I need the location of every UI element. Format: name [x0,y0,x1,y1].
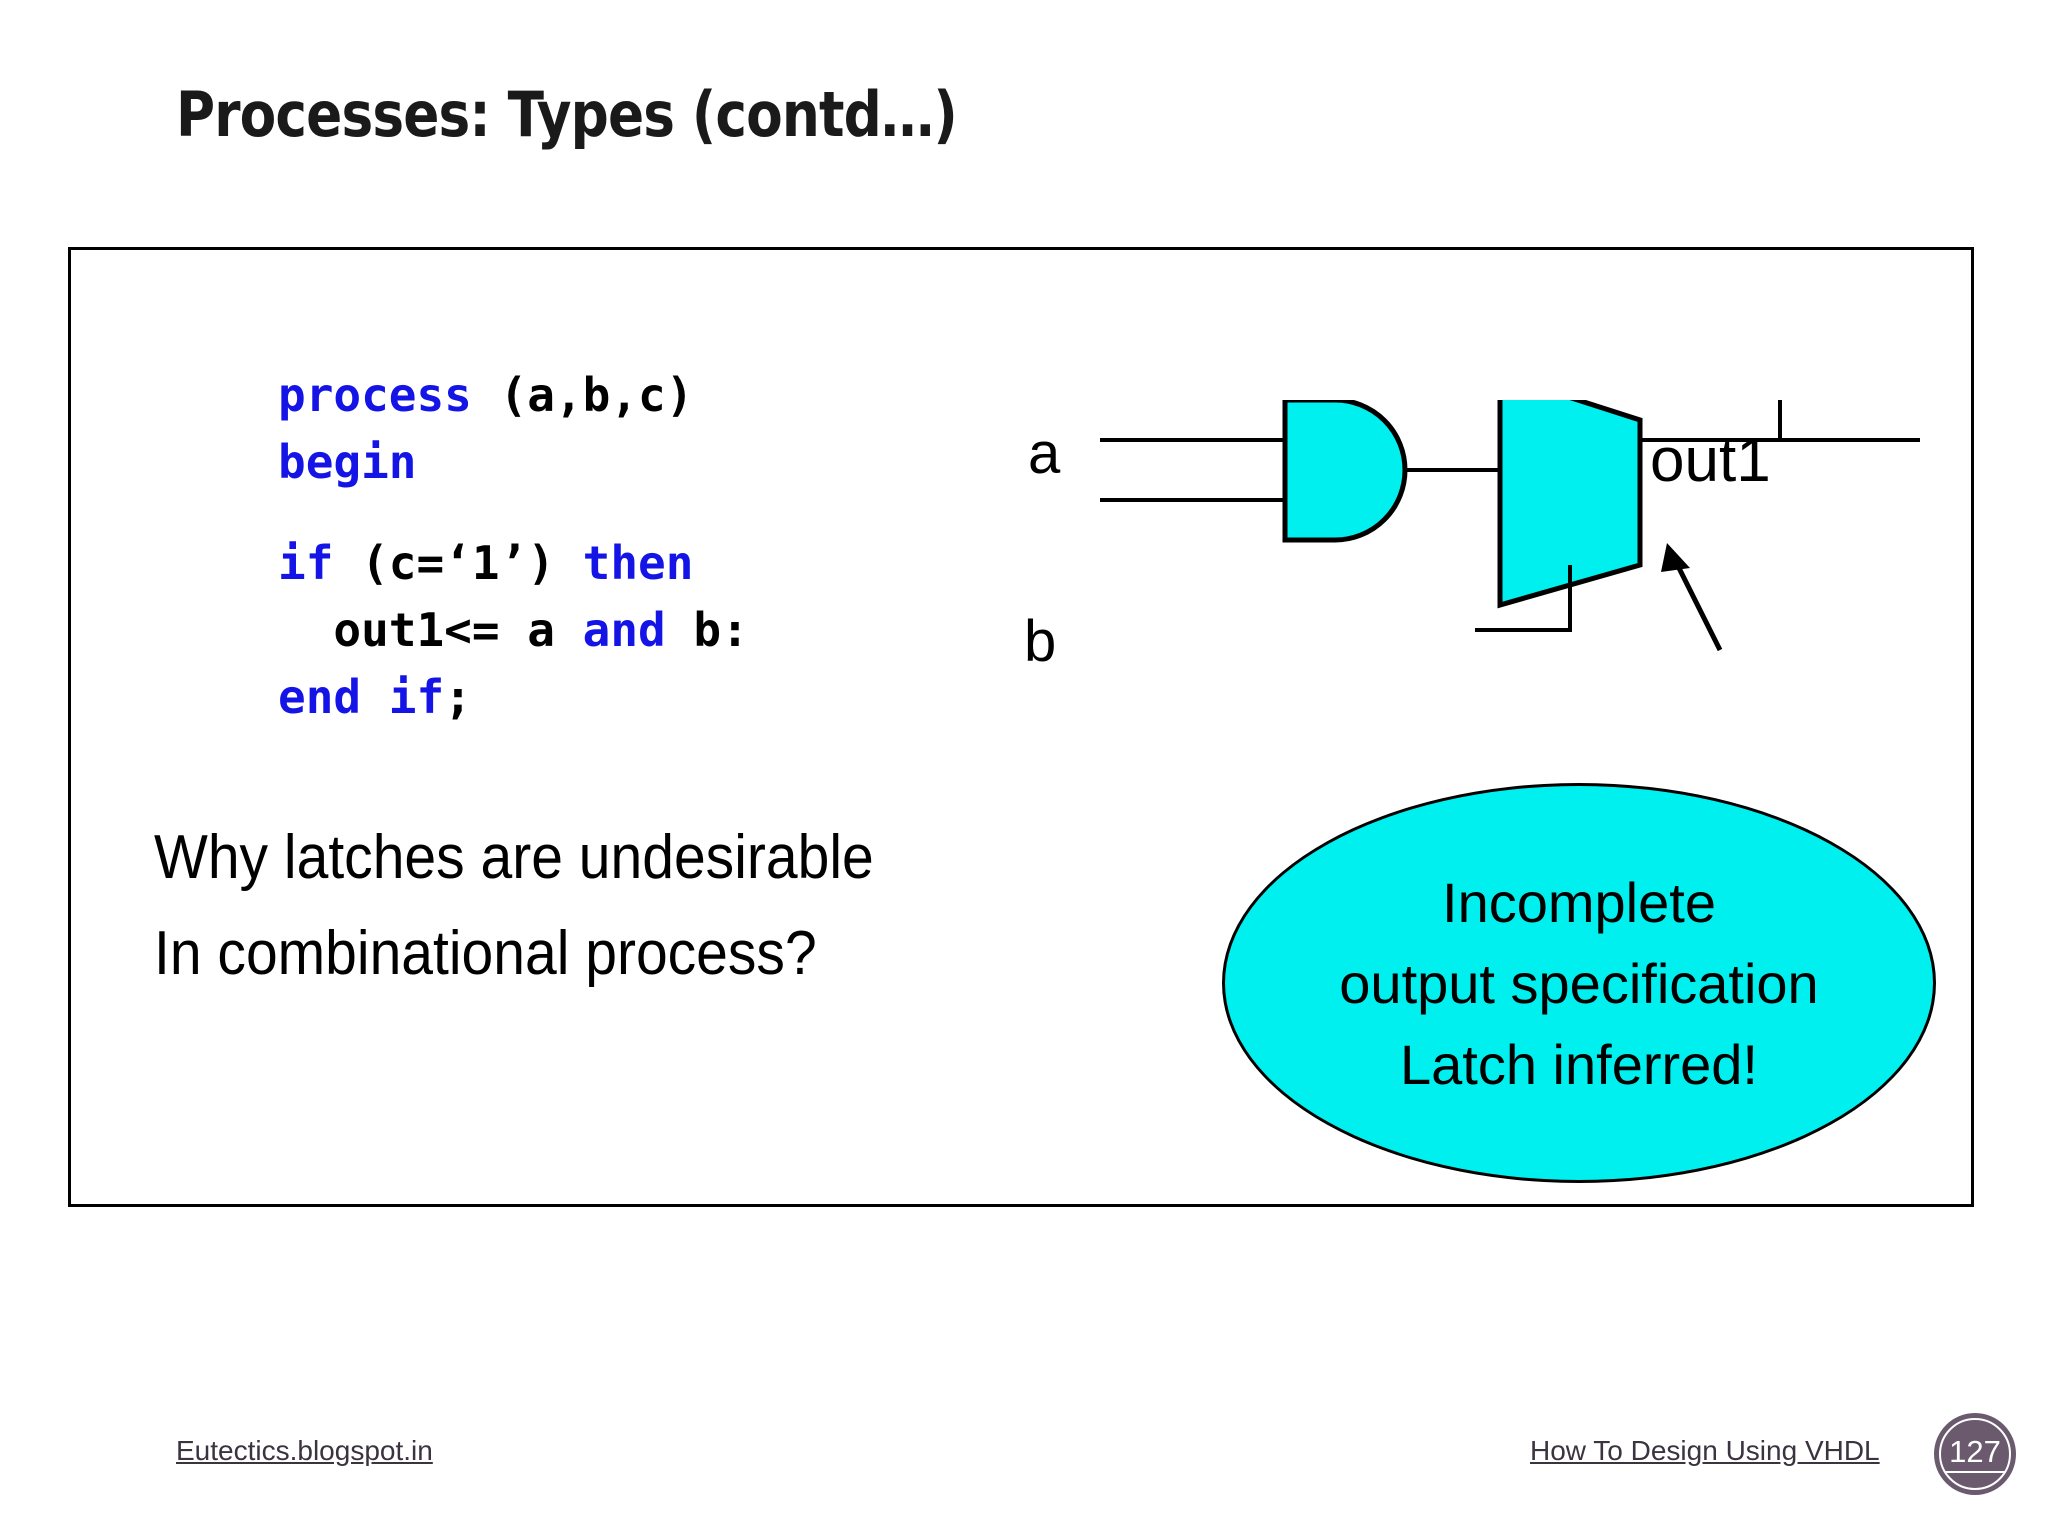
footer-deck-title-link[interactable]: How To Design Using VHDL [1530,1435,1880,1466]
code-text: (c=‘1’) [333,536,583,590]
code-keyword: begin [278,435,417,489]
code-keyword: process [278,368,472,422]
code-line: out1<= a and b: [278,597,749,664]
question-text: Why latches are undesirable In combinati… [154,810,874,1002]
code-text: ; [444,670,472,724]
callout-line-2: output specification [1339,951,1819,1015]
code-text: (a,b,c) [471,368,694,422]
code-line: if (c=‘1’) then [278,530,749,597]
page-number: 127 [1945,1435,2005,1473]
mux-latch [1497,400,1643,609]
callout-line-1: Incomplete [1442,870,1716,934]
code-line: process (a,b,c) [278,362,749,429]
code-keyword: and [582,603,666,657]
code-keyword: end if [278,670,445,724]
wire-select [1475,565,1572,632]
code-keyword: if [278,536,334,590]
vhdl-code-block: process (a,b,c) begin if (c=‘1’) then out1… [278,362,749,731]
code-text: out1<= a [278,603,583,657]
code-line: end if; [278,664,749,731]
code-line: begin [278,429,749,496]
signal-label-a: a [1028,421,1061,486]
code-text: b: [665,603,749,657]
callout-arrow [1661,543,1723,652]
signal-label-b: b [1024,609,1057,674]
callout-bubble: Incomplete output specification Latch in… [1222,783,1936,1183]
callout-line-3: Latch inferred! [1400,1032,1758,1096]
code-line [278,496,749,530]
signal-label-out1: out1 [1650,426,1771,495]
page-title: Processes: Types (contd…) [176,78,958,151]
badge-ring [1939,1418,2011,1490]
footer-blog-link[interactable]: Eutectics.blogspot.in [176,1435,433,1466]
callout-text: Incomplete output specification Latch in… [1222,783,1936,1183]
circuit-diagram [1100,400,1920,820]
and-gate [1282,400,1408,543]
page-number-badge: 127 [1934,1413,2016,1495]
code-keyword: then [582,536,694,590]
question-line-1: Why latches are undesirable [154,823,874,892]
callout-ellipse-shape [1222,783,1936,1183]
question-line-2: In combinational process? [154,919,817,988]
